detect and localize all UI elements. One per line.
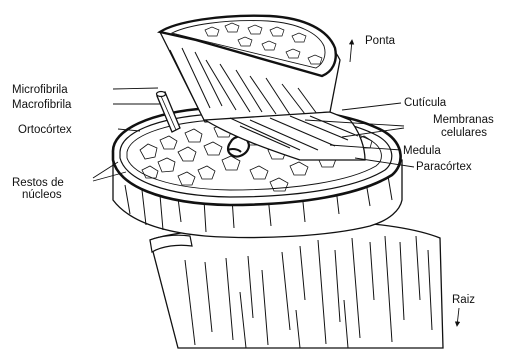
leader-cuticula [342, 103, 401, 110]
label-cuticula: Cutícula [404, 97, 447, 109]
label-macrofibrila: Macrofibrila [12, 99, 72, 111]
arrow-ponta [350, 40, 352, 62]
label-paracortex: Paracórtex [416, 161, 472, 173]
label-ponta: Ponta [365, 35, 396, 47]
label-restos-line2: núcleos [22, 189, 62, 201]
label-ortocortex: Ortocórtex [18, 124, 72, 136]
leader-microfibrila [113, 88, 158, 89]
label-microfibrila: Microfibrila [12, 84, 68, 96]
label-membranas-line1: Membranas [433, 114, 494, 126]
lower-shaft [150, 222, 443, 348]
label-raiz: Raiz [452, 294, 475, 306]
label-restos-line1: Restos de [12, 177, 64, 189]
label-membranas-line2: celulares [441, 127, 487, 139]
arrow-raiz [457, 308, 459, 326]
label-medula: Medula [403, 145, 441, 157]
